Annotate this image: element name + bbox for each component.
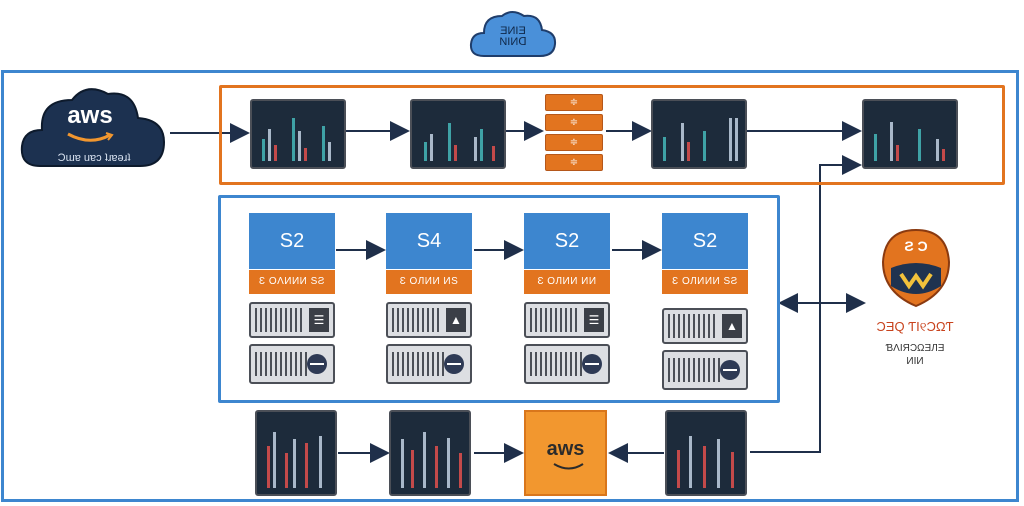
dashboard-icon (397, 418, 463, 488)
s-card-4-sub: Ɛ ОЛИИИ ЅƧ (662, 270, 748, 294)
s-card-2-head[interactable]: S4 (386, 213, 472, 269)
server-rack-icon: ▲ (386, 302, 472, 338)
server-rack-icon: ☰ (249, 302, 335, 338)
top-cloud-label: ƎИIƎ NIИᗡ (499, 25, 527, 48)
badge-icon (881, 228, 951, 308)
dashboard-panel-2[interactable] (410, 99, 506, 169)
server-rack-icon: ▲ (662, 308, 748, 344)
stack-block-3[interactable]: ≑ (545, 134, 603, 151)
aws-service-box[interactable]: aws (524, 410, 607, 496)
server-rack-icon (249, 344, 335, 384)
dashboard-icon (870, 107, 950, 161)
s-card-1-head[interactable]: S2 (249, 213, 335, 269)
s-cards-group (218, 195, 780, 403)
top-cloud: ƎИIƎ NIИᗡ (468, 8, 558, 60)
bottom-panel-4[interactable] (665, 410, 747, 496)
server-rack-icon: ☰ (524, 302, 610, 338)
aws-smile-icon (67, 132, 114, 142)
external-service-subtitle: ƁΛIЯƆΩƎЛƎ ИIИ (885, 343, 945, 367)
s-card-2-sub: Ɛ ОЛИИ ИЅ (386, 270, 472, 294)
server-rack-icon (524, 344, 610, 384)
dashboard-icon (659, 107, 739, 161)
aws-logo-text: aws (67, 102, 113, 129)
s-card-4-head[interactable]: S2 (662, 213, 748, 269)
stack-blocks: ≑ ≑ ≑ ≑ (545, 94, 605, 174)
s-card-3-head[interactable]: S2 (524, 213, 610, 269)
cloud-icon (469, 11, 557, 57)
server-rack-icon (386, 344, 472, 384)
external-service-title: ƆƎQ ƬI୧ƆΩƬ (876, 319, 954, 334)
outer-frame (1, 70, 1019, 502)
stack-block-2[interactable]: ≑ (545, 114, 603, 131)
dashboard-panel-4[interactable] (862, 99, 958, 169)
dashboard-panel-1[interactable] (250, 99, 346, 169)
s-card-3-sub: Ɛ ОЛИИ ИИ (524, 270, 610, 294)
bottom-panel-1[interactable] (255, 410, 337, 496)
external-service-badge[interactable]: Ƨ Ɔ (881, 228, 951, 308)
stack-block-4[interactable]: ≑ (545, 154, 603, 171)
stack-block-1[interactable]: ≑ (545, 94, 603, 111)
server-rack-icon (662, 350, 748, 390)
aws-cloud: aws Ɔɯɐ uɐɔ ʇɹɐǝɹʇ (20, 78, 166, 170)
dashboard-icon (263, 418, 329, 488)
external-badge-text: Ƨ Ɔ (904, 238, 928, 254)
aws-cloud-caption: Ɔɯɐ uɐɔ ʇɹɐǝɹʇ (57, 152, 131, 164)
top-pipeline-group (219, 85, 1005, 185)
bottom-panel-2[interactable] (389, 410, 471, 496)
smile-arrow-icon (553, 463, 584, 470)
s-card-1-sub: Ɛ ОΛИИИ ЅƧ (249, 270, 335, 294)
aws-box-logo: aws (546, 438, 585, 460)
dashboard-icon (258, 107, 338, 161)
dashboard-icon (673, 418, 739, 488)
dashboard-icon (418, 107, 498, 161)
aws-cloud-shape (20, 88, 166, 167)
dashboard-panel-3[interactable] (651, 99, 747, 169)
